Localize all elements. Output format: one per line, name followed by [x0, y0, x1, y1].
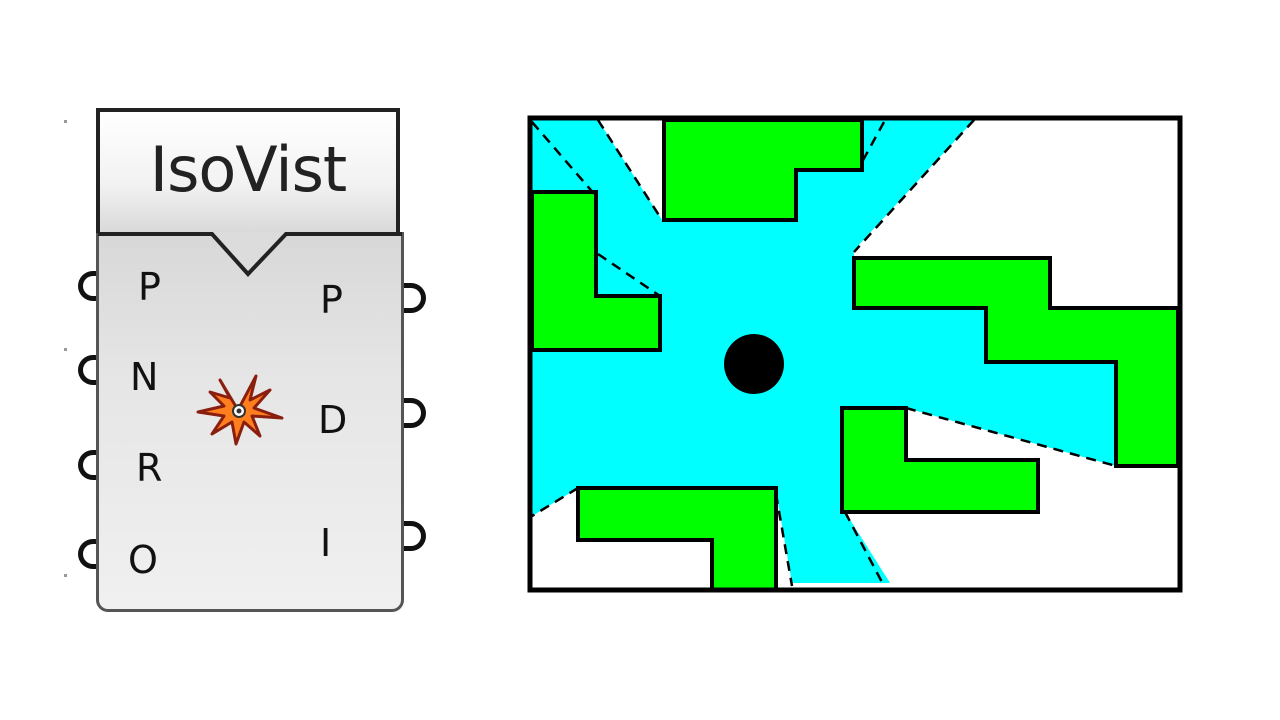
viewpoint — [724, 334, 784, 394]
obstacle-bottom — [576, 486, 778, 592]
output-grip-d[interactable] — [404, 398, 426, 428]
obstacle-top — [662, 118, 864, 222]
input-grip-r[interactable] — [78, 450, 100, 480]
canvas-tick — [64, 348, 67, 351]
output-grip-i[interactable] — [404, 521, 426, 551]
input-grip-o[interactable] — [78, 539, 100, 569]
output-label-i: I — [320, 521, 332, 565]
visibility-rays — [531, 119, 1117, 587]
canvas-tick — [64, 120, 67, 123]
input-label-o: O — [128, 538, 158, 582]
input-label-r: R — [136, 446, 163, 490]
input-grip-n[interactable] — [78, 355, 100, 385]
isovist-component[interactable]: IsoVist P N R O P D I — [0, 0, 480, 720]
isovist-star-icon — [196, 374, 284, 446]
output-grip-p[interactable] — [404, 283, 426, 313]
canvas-tick — [64, 574, 67, 577]
obstacle-left — [530, 190, 662, 352]
output-label-p: P — [320, 278, 343, 322]
input-label-p: P — [138, 265, 161, 309]
visible-area — [532, 120, 1116, 583]
input-label-n: N — [130, 355, 159, 399]
component-title: IsoVist — [149, 133, 347, 206]
output-label-d: D — [318, 398, 348, 442]
input-grip-p[interactable] — [78, 271, 100, 301]
obstacle-middle-right — [840, 406, 1040, 514]
component-title-tab[interactable] — [96, 108, 400, 233]
visible-area-fill — [532, 120, 974, 583]
site-boundary — [527, 115, 1183, 593]
obstacle-right-stair — [852, 256, 1180, 468]
